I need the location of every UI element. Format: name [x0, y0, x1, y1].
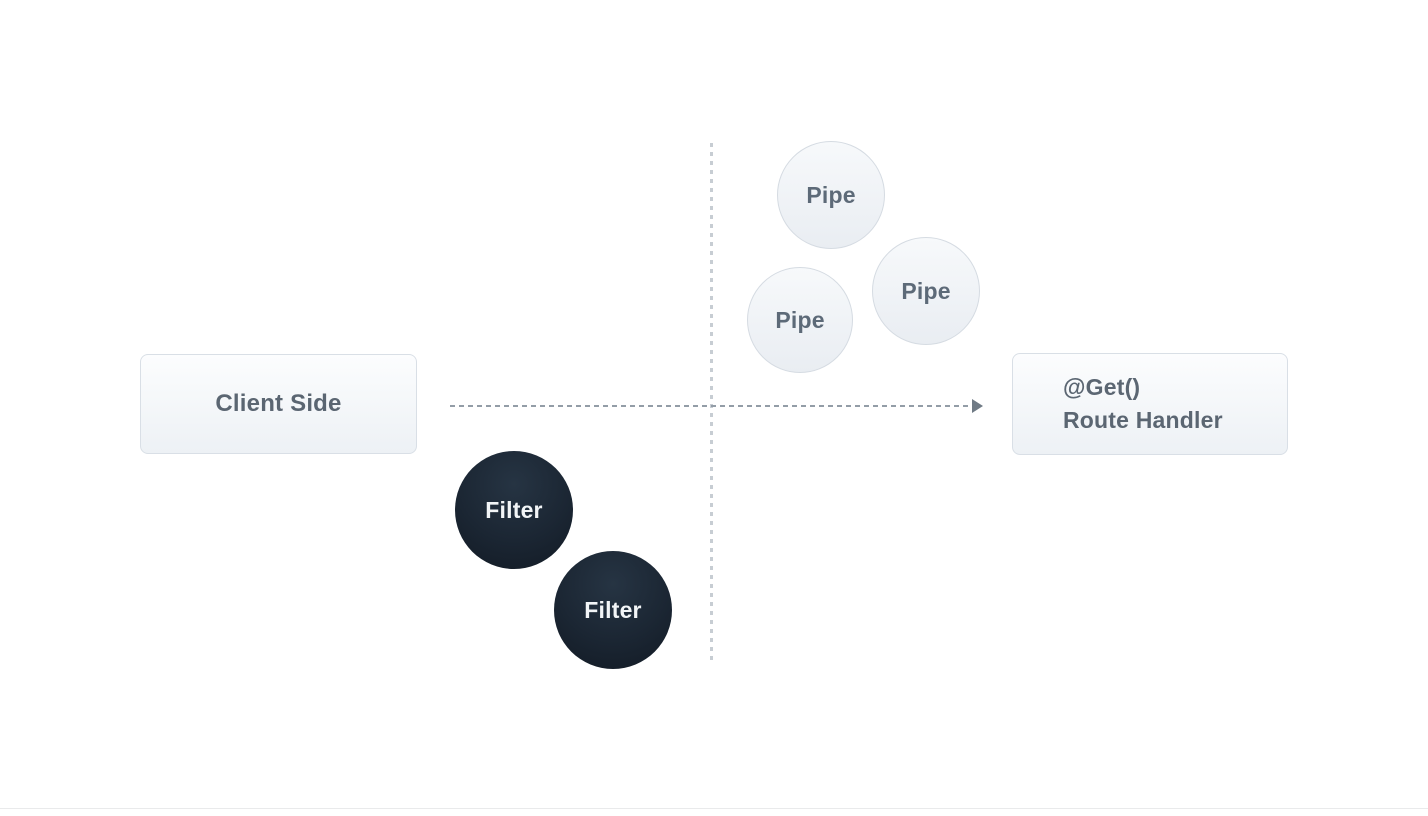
route-handler-node: @Get() Route Handler — [1012, 353, 1288, 455]
route-handler-label: Route Handler — [1063, 407, 1223, 433]
flow-dashed-arrow-line — [450, 405, 974, 407]
filter-node-2: Filter — [554, 551, 672, 669]
pipe-node-2: Pipe — [747, 267, 853, 373]
pipe-label: Pipe — [901, 277, 951, 304]
client-side-node: Client Side — [140, 354, 417, 454]
filter-label: Filter — [584, 596, 642, 623]
client-side-label: Client Side — [215, 390, 342, 417]
arrowhead-icon — [972, 399, 983, 413]
pipe-label: Pipe — [775, 306, 825, 333]
filter-node-1: Filter — [455, 451, 573, 569]
pipe-node-3: Pipe — [872, 237, 980, 345]
filter-label: Filter — [485, 496, 543, 523]
pipe-node-1: Pipe — [777, 141, 885, 249]
bottom-divider-line — [0, 808, 1428, 809]
pipe-label: Pipe — [806, 181, 856, 208]
boundary-dashed-line — [710, 143, 713, 662]
route-handler-decorator: @Get() — [1063, 374, 1141, 400]
